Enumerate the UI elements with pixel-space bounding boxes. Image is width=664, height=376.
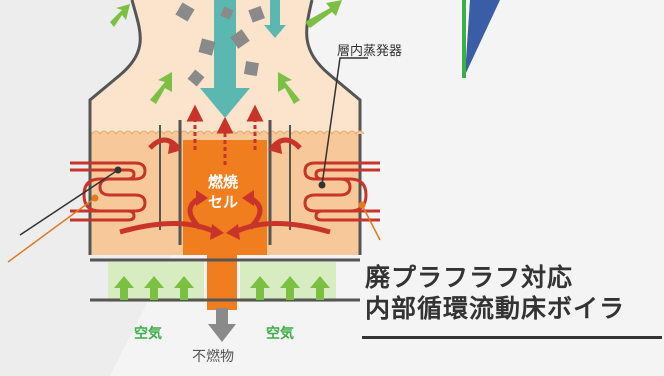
air-label-left: 空気	[134, 326, 162, 342]
callout-left-dark-dot	[114, 166, 122, 174]
circulation-arrowheads	[168, 140, 282, 240]
cell-up-arrows	[186, 104, 264, 165]
fuel-feed-arrow	[200, 0, 250, 118]
callout-evaporator-dot	[318, 181, 326, 189]
callout-left-orange	[7, 197, 96, 263]
callout-evaporator	[321, 57, 368, 186]
boiler-wall	[88, 0, 362, 255]
ash-discharge-arrow	[208, 308, 236, 342]
callout-right-orange-dot	[358, 201, 366, 209]
secondary-air-arrows	[110, 0, 342, 104]
evaporator-coil-left	[70, 161, 147, 222]
page-title: 廃プラフラフ対応 内部循環流動床ボイラ	[365, 262, 625, 324]
primary-air-arrows	[114, 276, 330, 300]
title-line1: 廃プラフラフ対応	[365, 263, 574, 292]
accent-blue-stripe	[465, 0, 500, 75]
combustion-cell-label-line1: 燃焼	[207, 173, 238, 191]
grate-line	[90, 258, 360, 302]
callout-left-dark	[19, 169, 119, 236]
combustion-cell-label: 燃焼 セル	[196, 172, 250, 212]
waste-plastic-flakes	[175, 2, 265, 87]
callout-left-orange-dot	[91, 194, 99, 202]
feed-arrow-small-head	[264, 25, 286, 38]
callout-right-orange	[361, 204, 381, 241]
combustion-cell-label-line2: セル	[207, 193, 238, 211]
title-line2: 内部循環流動床ボイラ	[365, 294, 626, 323]
accent-green-stripe	[462, 0, 466, 78]
air-label-right: 空気	[266, 326, 294, 342]
title-underline	[362, 336, 662, 339]
incombustibles-label: 不燃物	[192, 349, 234, 365]
evaporator-coil-right	[303, 161, 380, 222]
feed-arrow-small	[270, 0, 280, 25]
evaporator-label: 層内蒸発器	[337, 44, 403, 59]
